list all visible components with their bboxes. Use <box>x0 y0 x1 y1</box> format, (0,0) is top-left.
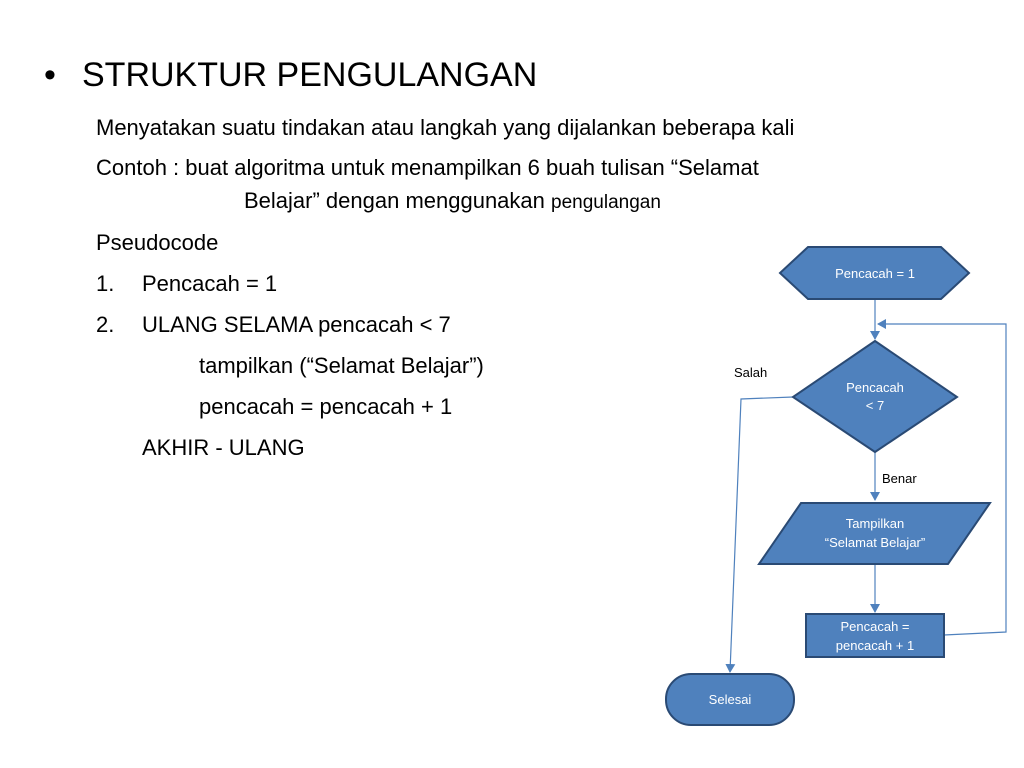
increment-label-line2: pencacah + 1 <box>836 638 914 653</box>
pseudocode-step: 2. ULANG SELAMA pencacah < 7 <box>96 310 451 340</box>
loop-body-line: pencacah = pencacah + 1 <box>199 394 453 419</box>
flowchart-node-increment: Pencacah = pencacah + 1 <box>805 613 945 658</box>
edge-label-false: Salah <box>734 365 767 380</box>
example-line-2-main: Belajar” dengan menggunakan <box>244 188 552 213</box>
edge-condition-false <box>725 396 794 673</box>
flowchart-node-end: Selesai <box>665 673 795 726</box>
end-label: Selesai <box>709 692 752 707</box>
pseudocode-heading: Pseudocode <box>96 230 219 255</box>
rounded-rectangle-shape <box>665 673 795 726</box>
flowchart-node-start: Pencacah = 1 <box>778 246 971 300</box>
hexagon-shape <box>778 246 971 300</box>
diamond-shape <box>791 339 959 454</box>
output-label-line2: “Selamat Belajar” <box>825 535 925 550</box>
slide-title: • STRUKTUR PENGULANGAN <box>44 52 537 98</box>
edge-label-true: Benar <box>882 471 917 486</box>
output-label-line1: Tampilkan <box>846 516 905 531</box>
edge-loop-back <box>877 319 1007 636</box>
step-number: 1. <box>96 271 115 296</box>
definition-text: Menyatakan suatu tindakan atau langkah y… <box>96 115 795 140</box>
slide-title-text: STRUKTUR PENGULANGAN <box>82 56 538 94</box>
step-text: ULANG SELAMA pencacah < 7 <box>142 312 451 337</box>
loop-body-line: tampilkan (“Selamat Belajar”) <box>199 353 484 378</box>
start-label: Pencacah = 1 <box>835 266 915 281</box>
example-line-2-small: pengulangan <box>551 192 661 213</box>
pseudocode-step: 1. Pencacah = 1 <box>96 269 277 299</box>
bullet-icon: • <box>44 56 56 94</box>
condition-label-line1: Pencacah <box>846 380 904 395</box>
step-text: Pencacah = 1 <box>142 271 278 296</box>
flowchart-connectors <box>725 299 1007 673</box>
loop-end-line: AKHIR - ULANG <box>142 435 305 460</box>
condition-label-line2: < 7 <box>866 398 884 413</box>
example-line-2: Belajar” dengan menggunakan pengulangan <box>244 186 661 218</box>
flowchart-node-output: Tampilkan “Selamat Belajar” <box>757 502 992 565</box>
parallelogram-shape <box>757 502 992 565</box>
flowchart-node-condition: Pencacah < 7 <box>791 339 959 454</box>
rectangle-shape <box>805 613 945 658</box>
step-number: 2. <box>96 312 115 337</box>
increment-label-line1: Pencacah = <box>840 619 909 634</box>
example-line-1: Contoh : buat algoritma untuk menampilka… <box>96 155 759 180</box>
